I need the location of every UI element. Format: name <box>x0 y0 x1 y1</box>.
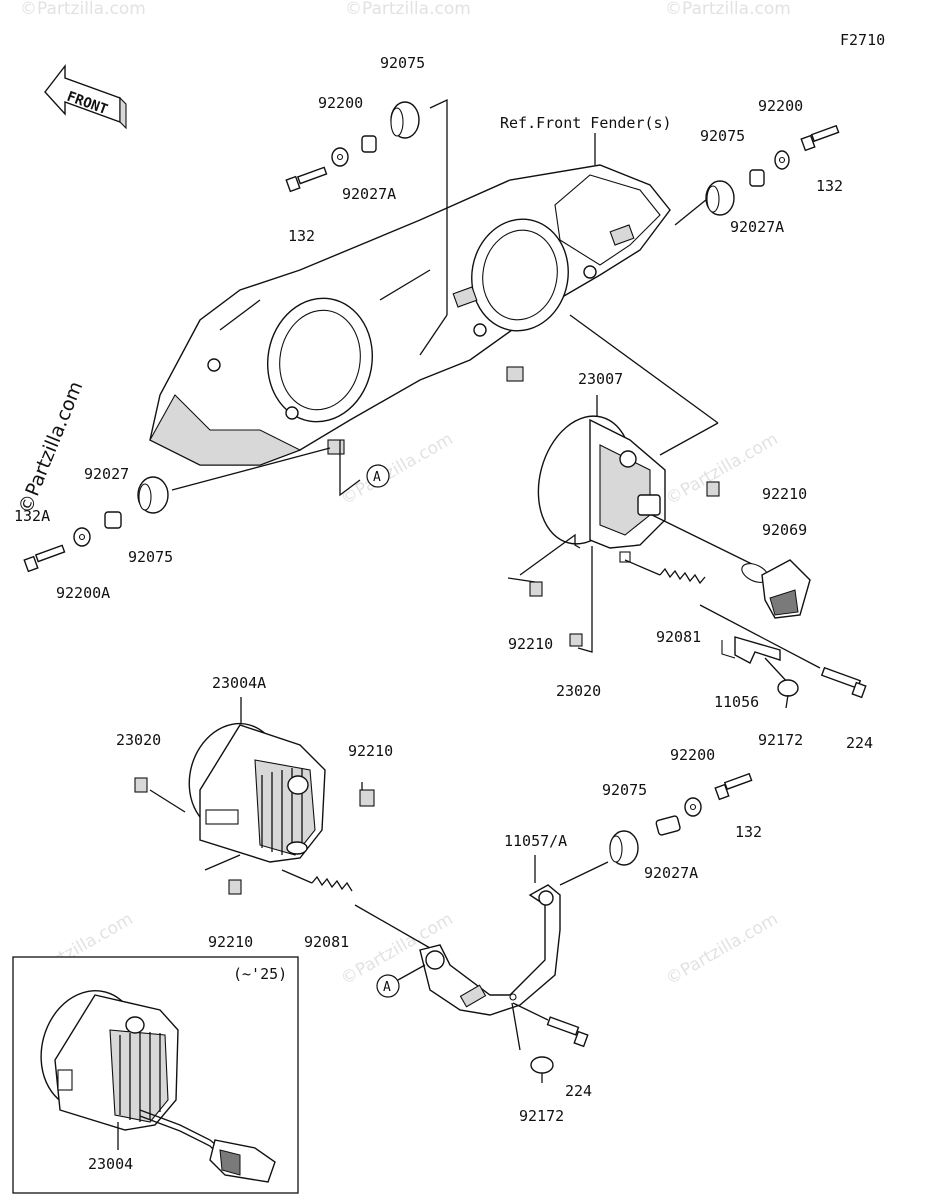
bulb-92069 <box>651 514 811 619</box>
label-92200-low: 92200 <box>670 746 715 764</box>
label-132A: 132A <box>14 507 50 525</box>
headlight-housing <box>149 164 671 466</box>
fasteners-lower-right <box>609 772 753 866</box>
fasteners-top-right <box>705 124 840 216</box>
label-11057A: 11057/A <box>504 832 567 850</box>
watermarks: ©Partzilla.com ©Partzilla.com ©Partzilla… <box>18 0 791 989</box>
label-132-low: 132 <box>735 823 762 841</box>
watermark-3: ©Partzilla.com <box>665 0 791 19</box>
rivet-92172-lower <box>530 1056 554 1083</box>
label-92172-a: 92172 <box>758 731 803 749</box>
label-23020-a: 23020 <box>556 682 601 700</box>
rivet-92172-upper <box>764 657 799 709</box>
bolt-icon <box>285 166 328 193</box>
variant-note: (~'25) <box>233 965 287 983</box>
front-arrow-icon: FRONT <box>44 63 127 130</box>
bolt-icon <box>714 772 753 801</box>
screw-224-lower <box>546 1016 589 1048</box>
label-92210-d: 92210 <box>208 933 253 951</box>
partzilla-side-mark: ©Partzilla.com <box>14 378 87 517</box>
label-224-a: 224 <box>846 734 873 752</box>
callout-letter-lower: A <box>383 980 391 995</box>
callout-letter: A <box>373 470 381 485</box>
label-92200-top: 92200 <box>318 94 363 112</box>
diagram-id: F2710 <box>840 31 885 49</box>
spring-92081-upper <box>624 559 706 585</box>
bolt-icon <box>800 124 840 152</box>
fasteners-top-center <box>285 101 420 193</box>
part-labels: 92075 92200 92027A 132 92200 92075 132 9… <box>14 54 873 1173</box>
callout-a-upper: A <box>366 464 390 488</box>
leader-lines-upper <box>171 98 719 497</box>
watermark-1: ©Partzilla.com <box>20 0 146 19</box>
label-92075-top: 92075 <box>380 54 425 72</box>
label-92075-low: 92075 <box>602 781 647 799</box>
label-92027A-right: 92027A <box>730 218 784 236</box>
watermark-2: ©Partzilla.com <box>345 0 471 19</box>
label-92200A: 92200A <box>56 584 110 602</box>
label-23004A: 23004A <box>212 674 266 692</box>
label-23007: 23007 <box>578 370 623 388</box>
label-92210-c: 92210 <box>348 742 393 760</box>
label-92069: 92069 <box>762 521 807 539</box>
label-92081-a: 92081 <box>656 628 701 646</box>
label-92210-b: 92210 <box>508 635 553 653</box>
label-92075-right: 92075 <box>700 127 745 145</box>
watermark-4: ©Partzilla.com <box>338 429 457 509</box>
fasteners-left <box>23 476 169 573</box>
bracket-11056 <box>699 604 821 669</box>
label-92172-b: 92172 <box>519 1107 564 1125</box>
label-11056: 11056 <box>714 693 759 711</box>
ref-front-fender-note: Ref.Front Fender(s) <box>500 114 672 132</box>
label-92027A-top: 92027A <box>342 185 396 203</box>
fog-lamp-23004A <box>134 697 375 895</box>
watermark-8: ©Partzilla.com <box>663 909 782 989</box>
label-23004: 23004 <box>88 1155 133 1173</box>
bolt-icon <box>23 544 66 573</box>
spring-92081-lower <box>281 869 431 949</box>
label-92200-right: 92200 <box>758 97 803 115</box>
label-92027: 92027 <box>84 465 129 483</box>
callout-a-lower: A <box>376 964 426 998</box>
label-92027A-low: 92027A <box>644 864 698 882</box>
label-132-top: 132 <box>288 227 315 245</box>
bracket-11057A <box>419 855 609 1051</box>
variant-inset: (~'25) <box>12 956 299 1194</box>
label-92210-a: 92210 <box>762 485 807 503</box>
screw-224-upper <box>820 666 867 699</box>
label-92075-left: 92075 <box>128 548 173 566</box>
label-23020-b: 23020 <box>116 731 161 749</box>
headlight-unit-23007 <box>529 395 720 647</box>
label-92081-b: 92081 <box>304 933 349 951</box>
label-132-right: 132 <box>816 177 843 195</box>
leader-lines-mid <box>507 533 593 653</box>
label-224-b: 224 <box>565 1082 592 1100</box>
